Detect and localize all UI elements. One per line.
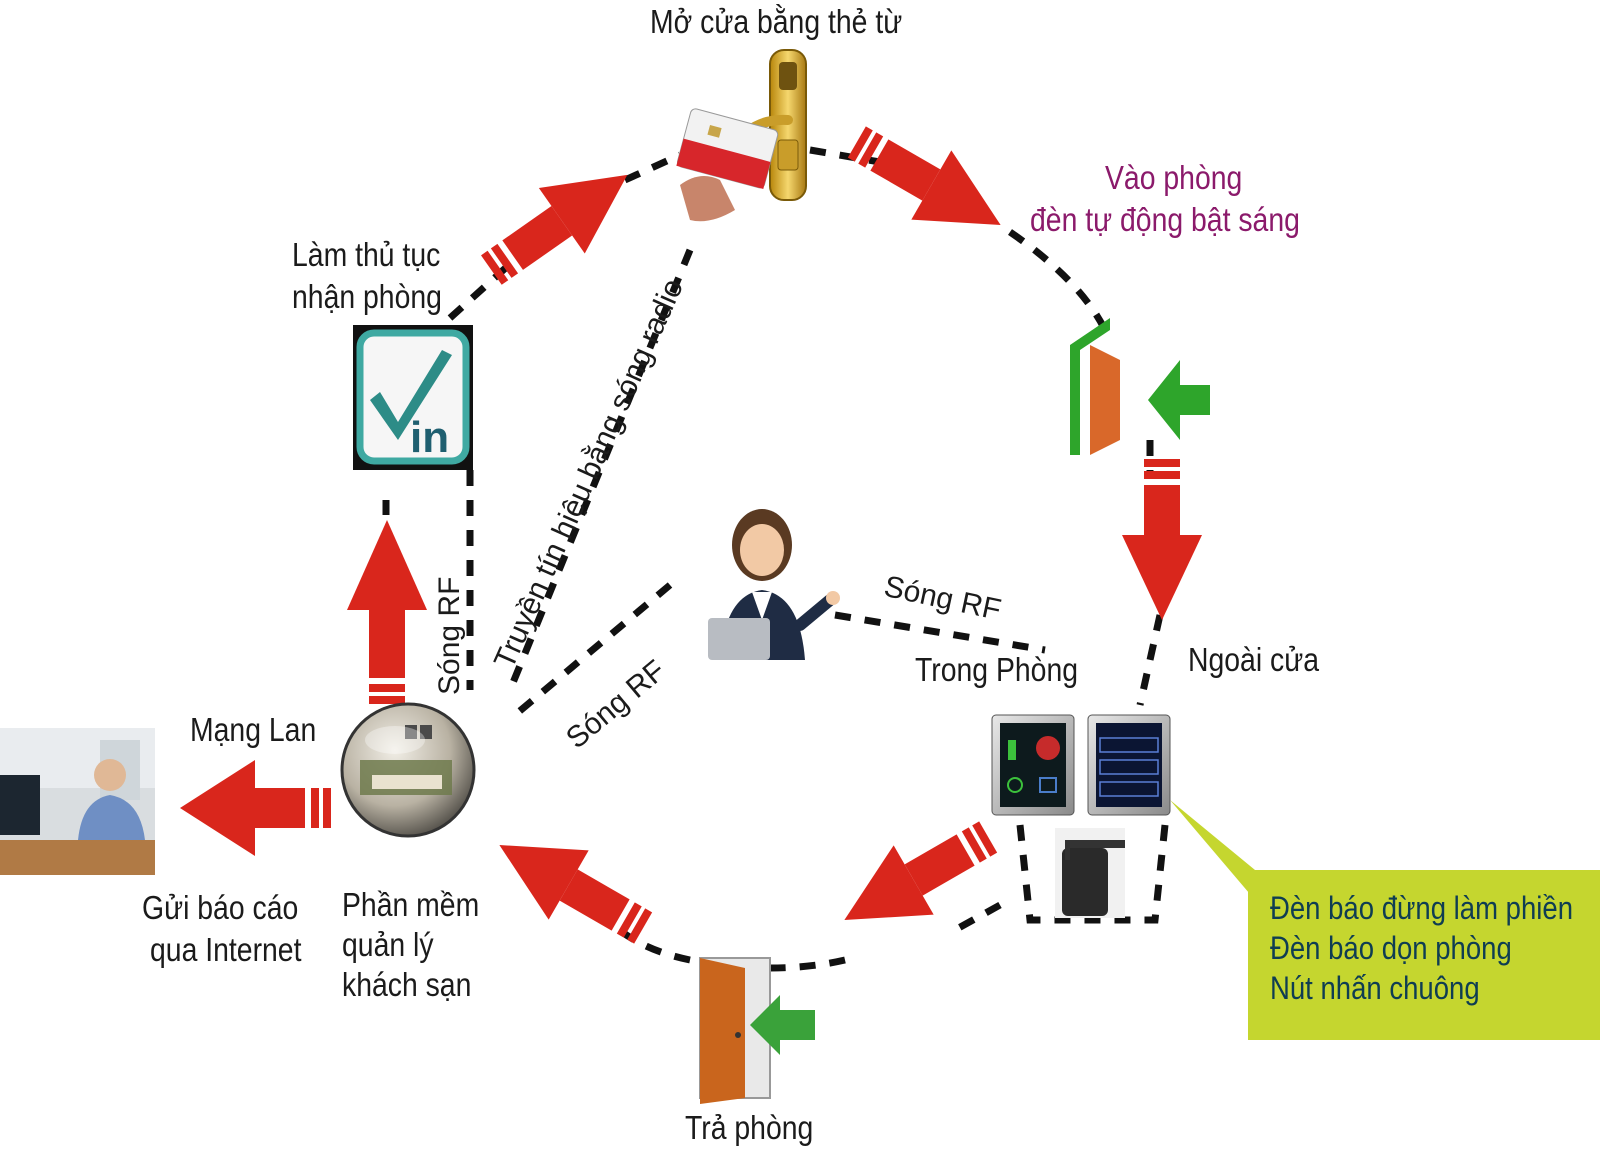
checkout-door-icon <box>699 957 815 1104</box>
dashed-rf-right <box>834 611 1046 654</box>
dashed-bottom-left <box>607 919 691 964</box>
label-checkout: Trả phòng <box>685 1109 814 1146</box>
rf-transceiver-icon <box>1055 828 1125 918</box>
label-report-1: Gửi báo cáo <box>142 889 299 926</box>
arrow-to-checkout <box>844 821 998 920</box>
feature-doorbell-button: Nút nhấn chuông <box>1270 970 1480 1006</box>
label-outside: Ngoài cửa <box>1188 641 1320 678</box>
label-enter-room-2: đèn tự động bật sáng <box>1030 201 1300 238</box>
arrow-to-software <box>499 845 653 944</box>
checkin-badge-text: in <box>410 413 449 462</box>
receptionist-icon <box>708 509 840 660</box>
dashed-room-right <box>1008 229 1109 332</box>
door-sensor-icon <box>1070 318 1210 455</box>
hotel-software-sphere-icon <box>340 702 476 838</box>
dashed-card-top <box>623 151 682 184</box>
dashed-panel-box <box>1016 824 1169 924</box>
label-software-1: Phần mềm <box>342 886 480 923</box>
office-worker-photo <box>0 728 155 875</box>
dashed-bottom-right <box>953 901 1002 934</box>
label-software-3: khách sạn <box>342 966 472 1003</box>
feature-callout-text: Đèn báo đừng làm phiền Đèn báo dọn phòng… <box>1270 888 1600 1008</box>
arrow-to-card-door <box>481 174 628 285</box>
flow-dashed-paths <box>382 146 1169 972</box>
label-report-2: qua Internet <box>150 931 302 968</box>
label-checkin-2: nhận phòng <box>292 278 442 315</box>
dashed-bottom-mid <box>769 956 846 972</box>
arrow-down-to-outside <box>1122 459 1202 620</box>
note-pointer <box>1170 800 1255 900</box>
label-open-card: Mở cửa bằng thẻ từ <box>650 3 903 40</box>
arrow-up-to-checkin <box>347 520 427 704</box>
dashed-card-to-room <box>809 146 881 166</box>
label-lan: Mạng Lan <box>190 711 317 748</box>
dashed-rf-diagonal <box>512 582 673 718</box>
feature-cleaning-light: Đèn báo dọn phòng <box>1270 930 1512 966</box>
arrow-to-internet-report <box>180 760 331 856</box>
label-enter-room-1: Vào phòng <box>1105 159 1243 196</box>
keycard-lock-icon <box>676 49 807 222</box>
dashed-outside-down <box>1136 614 1164 706</box>
label-rf-vertical: Sóng RF <box>433 576 466 695</box>
label-in-room: Trong Phòng <box>915 651 1079 688</box>
label-software-2: quản lý <box>342 926 434 963</box>
dashed-checkin-to-card <box>447 252 523 321</box>
checkin-badge-icon: in <box>353 325 473 470</box>
feature-dnd-light: Đèn báo đừng làm phiền <box>1270 890 1574 926</box>
arrow-to-enter-room <box>847 126 1001 225</box>
dashed-radio <box>506 248 694 692</box>
flow-arrows <box>180 126 1202 944</box>
room-control-panels <box>991 714 1171 816</box>
feature-callout-box <box>1248 870 1600 1040</box>
label-checkin-1: Làm thủ tục <box>292 236 441 273</box>
